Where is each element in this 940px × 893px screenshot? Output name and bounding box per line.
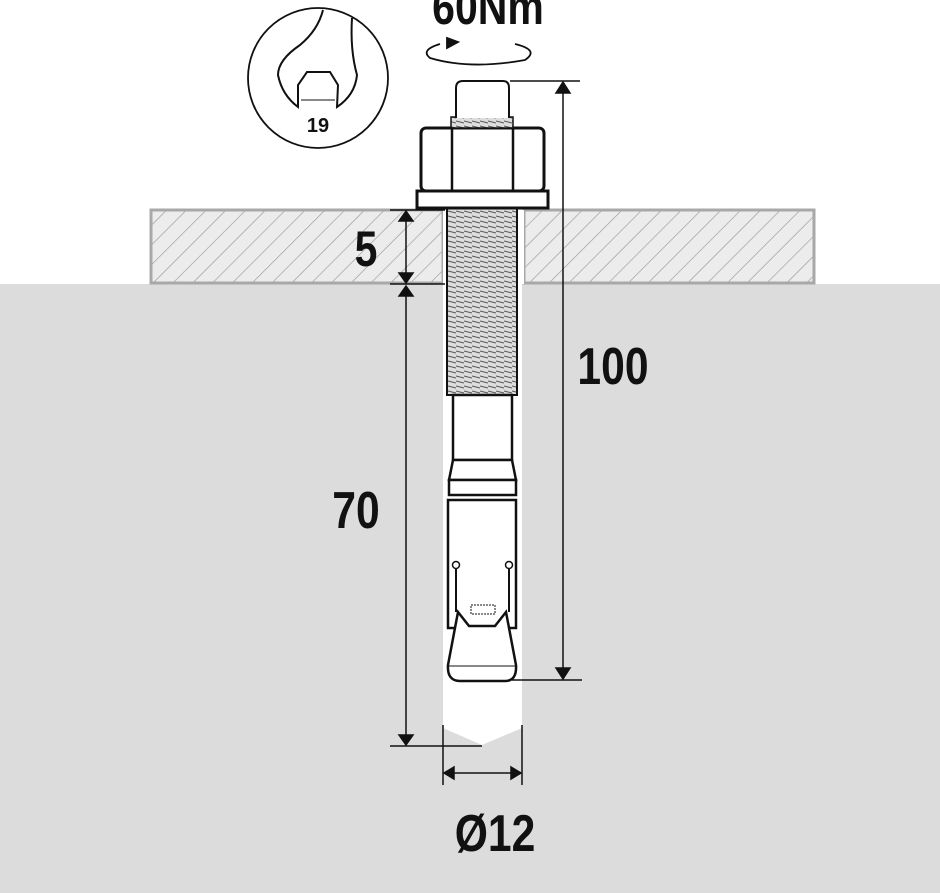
wrench-icon [247, 7, 389, 149]
fixture-thickness-label: 5 [355, 221, 378, 277]
total-length-label: 100 [577, 338, 648, 396]
torque-rotation-icon [425, 36, 532, 66]
fixture-plate-right [522, 208, 816, 285]
dimension-lines [390, 80, 582, 785]
diameter-label: Ø12 [455, 805, 536, 863]
wrench-size-label: 19 [307, 115, 329, 137]
fixture-plate-left [149, 208, 445, 285]
torque-label: 60Nm [432, 0, 544, 35]
embedment-depth-label: 70 [332, 482, 379, 540]
anchor-bolt [415, 80, 550, 683]
